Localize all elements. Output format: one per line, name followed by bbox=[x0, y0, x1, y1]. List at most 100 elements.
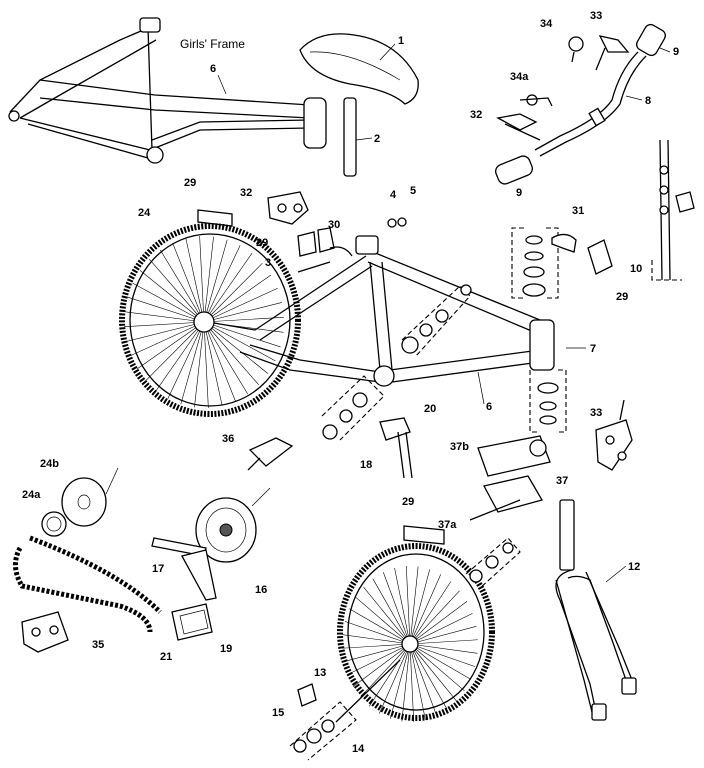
callout-13: 13 bbox=[314, 667, 326, 679]
callout-33-top: 33 bbox=[590, 10, 602, 22]
callout-34a: 34a bbox=[510, 71, 529, 83]
wheel-spoke bbox=[203, 302, 282, 323]
callout-4: 4 bbox=[390, 189, 397, 201]
wheel-spoke bbox=[127, 296, 205, 323]
callout-32-top: 32 bbox=[470, 109, 482, 121]
front-wheel-spoked-wheel-icon bbox=[337, 543, 495, 722]
callout-9-bottom: 9 bbox=[516, 187, 522, 199]
frame-part bbox=[207, 235, 555, 387]
chainring-part bbox=[195, 487, 271, 563]
wheel-spoke bbox=[203, 321, 223, 406]
callout-37a: 37a bbox=[438, 519, 457, 531]
wheel-spoke bbox=[124, 321, 205, 327]
wheel-spoke bbox=[347, 643, 411, 675]
wheel-spoke bbox=[409, 643, 448, 710]
wheel-spoke bbox=[360, 643, 411, 698]
callout-24b: 24b bbox=[40, 458, 59, 470]
callout-19: 19 bbox=[220, 643, 232, 655]
callout-29-d: 29 bbox=[402, 496, 414, 508]
pedal-icon bbox=[469, 435, 551, 521]
wheel-spoke bbox=[203, 239, 228, 323]
chain-guard-35-part bbox=[21, 611, 69, 653]
wheel-spoke bbox=[409, 581, 452, 645]
sprocket-24a-part bbox=[41, 511, 67, 537]
wheel-spoke bbox=[363, 586, 411, 645]
callout-7: 7 bbox=[590, 343, 596, 355]
wheel-spoke bbox=[409, 625, 477, 645]
wheel-spoke bbox=[409, 574, 442, 645]
wheel-spoke bbox=[343, 643, 411, 663]
callout-37b: 37b bbox=[450, 441, 469, 453]
brake-post-part bbox=[651, 139, 695, 281]
caliper-brake-icon-front bbox=[595, 399, 633, 471]
callout-9-top: 9 bbox=[673, 46, 679, 58]
callout-8: 8 bbox=[645, 95, 651, 107]
front-hub-part bbox=[289, 537, 521, 761]
wheel-spoke bbox=[203, 236, 214, 323]
wheel-spoke bbox=[409, 566, 419, 645]
callout-36: 36 bbox=[222, 433, 234, 445]
wheel-spoke bbox=[342, 634, 411, 645]
wheel-spoke bbox=[383, 572, 411, 645]
callout-5: 5 bbox=[410, 185, 416, 197]
callout-24a: 24a bbox=[22, 489, 41, 501]
wheel-spoke bbox=[409, 643, 465, 692]
wheel-spoke bbox=[203, 245, 241, 323]
wheel-spoke bbox=[409, 643, 457, 702]
reflector-part bbox=[197, 209, 613, 545]
callout-34: 34 bbox=[540, 18, 553, 30]
callout-14: 14 bbox=[352, 743, 365, 755]
callout-16: 16 bbox=[255, 584, 267, 596]
wheel-spoke bbox=[368, 643, 411, 707]
crank-arm-icon bbox=[151, 537, 217, 601]
chain-icon bbox=[13, 535, 162, 633]
wheel-spoke bbox=[160, 249, 205, 323]
wheel-spoke bbox=[199, 236, 205, 323]
callout-35: 35 bbox=[92, 639, 104, 651]
wheel-spoke bbox=[180, 321, 205, 405]
callout-15: 15 bbox=[272, 707, 284, 719]
wheel-spoke bbox=[409, 643, 437, 716]
wheel-spoke bbox=[203, 321, 236, 402]
wheel-spoke bbox=[172, 242, 205, 323]
wheel-spoke bbox=[155, 321, 205, 391]
wheel-spoke bbox=[409, 643, 415, 722]
hub-cover-24b-part bbox=[61, 467, 119, 527]
bottom-bracket-part bbox=[321, 284, 472, 441]
wheel-spoke bbox=[130, 321, 205, 357]
wheel-spoke bbox=[149, 259, 205, 323]
callout-21: 21 bbox=[160, 651, 172, 663]
wheel-spoke bbox=[203, 321, 284, 333]
brake-lever-part bbox=[496, 35, 630, 141]
wheel-spoke bbox=[372, 578, 411, 645]
wheel-spoke bbox=[409, 601, 468, 645]
wheel-spoke bbox=[378, 643, 411, 714]
wheel-spoke bbox=[145, 321, 205, 381]
callout-37: 37 bbox=[556, 475, 568, 487]
wheel-spoke bbox=[203, 321, 269, 374]
wheel-spoke bbox=[185, 238, 205, 323]
wheel-spoke bbox=[409, 613, 473, 645]
callout-20: 20 bbox=[424, 403, 436, 415]
callout-32-center: 32 bbox=[240, 187, 252, 199]
callout-31: 31 bbox=[572, 205, 584, 217]
kickstand-part bbox=[379, 417, 413, 479]
callout-10: 10 bbox=[630, 263, 642, 275]
wheel-spoke bbox=[203, 253, 253, 323]
wheel-spoke bbox=[409, 643, 478, 654]
wheel-spoke bbox=[203, 287, 278, 323]
wheel-spoke bbox=[203, 263, 263, 323]
wheel-spoke bbox=[124, 311, 205, 323]
callout-33-bottom: 33 bbox=[590, 407, 602, 419]
wheel-spoke bbox=[203, 321, 281, 348]
wheel-spoke bbox=[409, 643, 476, 667]
wheel-spoke bbox=[409, 643, 471, 680]
wheel-spoke bbox=[203, 321, 259, 385]
wheel-spoke bbox=[409, 643, 426, 721]
headset-part bbox=[511, 227, 577, 433]
wheel-spoke bbox=[167, 321, 205, 399]
callout-17: 17 bbox=[152, 563, 164, 575]
wheel-spoke bbox=[132, 282, 205, 323]
wheel-spoke bbox=[405, 566, 411, 645]
